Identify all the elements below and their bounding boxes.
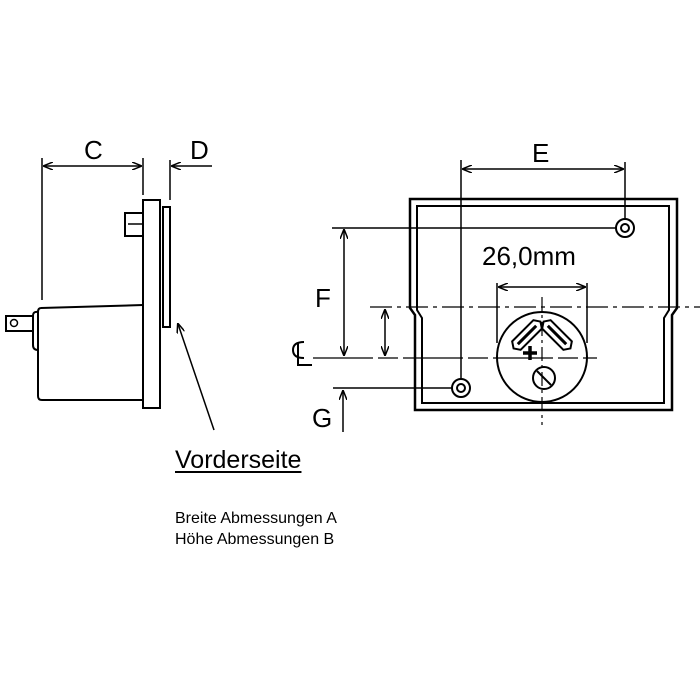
front-glass xyxy=(162,206,171,328)
mounting-flange xyxy=(142,199,161,409)
terminal-tab xyxy=(5,315,34,332)
front-outer-frame xyxy=(408,197,679,412)
mounting-hole-top xyxy=(615,218,635,238)
front-inner-frame xyxy=(416,205,670,404)
front-pointer-arrow xyxy=(178,324,215,431)
label-d: D xyxy=(190,135,209,165)
width-note: Breite Abmessungen A xyxy=(175,510,337,527)
front-side-label: Vorderseite xyxy=(175,446,302,474)
label-diameter: 26,0mm xyxy=(482,241,576,271)
meter-body xyxy=(37,304,144,401)
side-view xyxy=(5,158,215,431)
mounting-hole-bottom xyxy=(451,378,471,398)
centerline-symbol xyxy=(291,341,312,366)
height-note: Höhe Abmessungen B xyxy=(175,531,335,548)
front-view xyxy=(313,160,700,432)
zero-adjust-screw xyxy=(532,366,556,390)
slot-left xyxy=(511,319,543,351)
label-c: C xyxy=(84,135,103,165)
label-f: F xyxy=(315,283,331,313)
slot-right xyxy=(541,319,573,351)
label-e: E xyxy=(532,138,549,168)
label-g: G xyxy=(312,403,332,433)
